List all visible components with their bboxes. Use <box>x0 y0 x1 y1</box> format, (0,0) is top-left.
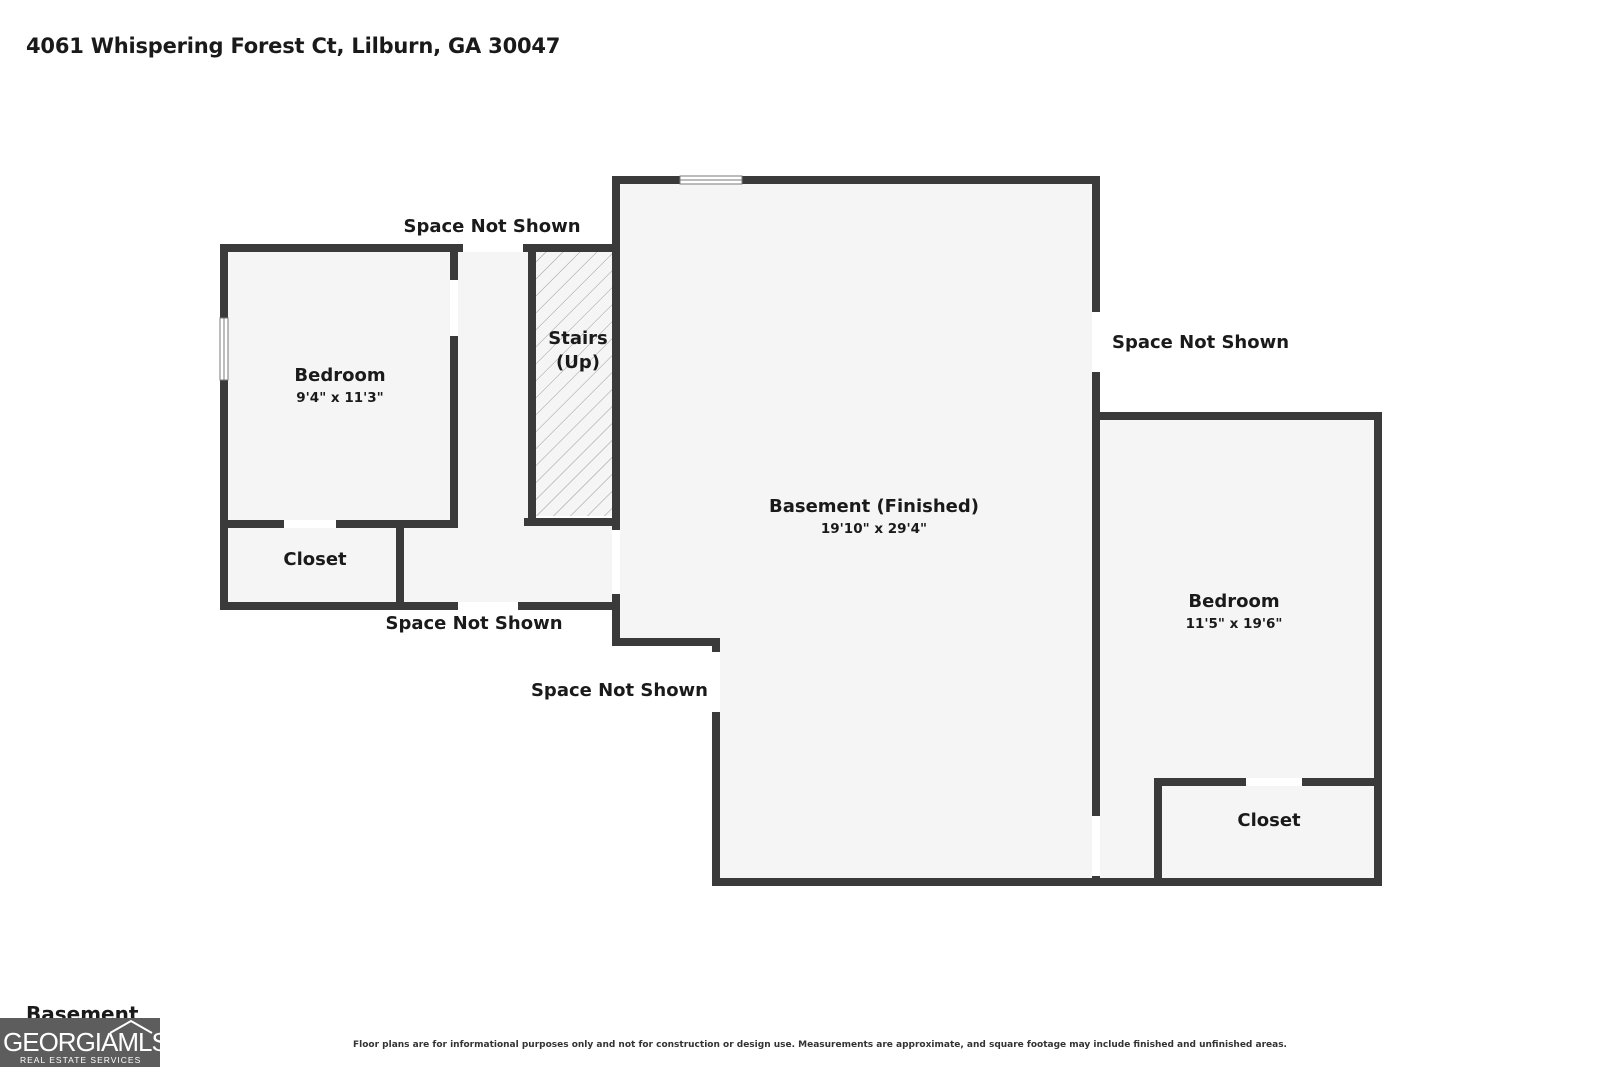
door-opening <box>284 520 336 528</box>
basement-dims: 19'10" x 29'4" <box>821 521 927 537</box>
openings <box>284 244 1302 876</box>
door-opening <box>1092 816 1100 876</box>
stairs-floor <box>532 248 616 516</box>
georgia-mls-logo: GEORGIAMLS REAL ESTATE SERVICES <box>0 1018 169 1067</box>
closet-right-name: Closet <box>1237 810 1301 831</box>
floor-fills <box>224 184 1378 882</box>
space-not-shown-right: Space Not Shown <box>1112 332 1289 353</box>
house-roof-icon <box>109 1019 153 1034</box>
logo-text: GEORGIAMLS <box>3 1027 169 1057</box>
stairs-direction: (Up) <box>556 352 600 373</box>
walls <box>220 176 1382 886</box>
bedroom-right-floor <box>1096 416 1378 882</box>
door-opening <box>612 530 620 594</box>
logo-subtext: REAL ESTATE SERVICES <box>20 1055 142 1065</box>
basement-floor <box>616 184 1096 882</box>
space-not-shown-bottom: Space Not Shown <box>385 613 562 634</box>
bedroom-right-dims: 11'5" x 19'6" <box>1186 616 1283 632</box>
closet-left-floor <box>224 524 400 604</box>
basement-name: Basement (Finished) <box>769 496 979 517</box>
bedroom-right-name: Bedroom <box>1188 591 1279 612</box>
door-opening <box>463 244 523 252</box>
door-opening <box>450 280 458 336</box>
door-opening <box>1092 312 1100 372</box>
space-not-shown-left: Space Not Shown <box>531 680 708 701</box>
property-address: 4061 Whispering Forest Ct, Lilburn, GA 3… <box>26 34 561 58</box>
hallway-floor <box>454 248 532 524</box>
hall-lower-floor <box>400 524 616 604</box>
door-opening <box>1246 778 1302 786</box>
bedroom-left-name: Bedroom <box>294 365 385 386</box>
space-not-shown-top: Space Not Shown <box>403 216 580 237</box>
windows <box>219 175 743 381</box>
bedroom-left-floor <box>224 248 454 524</box>
door-opening <box>712 652 720 712</box>
closet-left-name: Closet <box>283 549 347 570</box>
stairs-name: Stairs <box>548 328 607 349</box>
door-opening <box>458 602 518 610</box>
disclaimer: Floor plans are for informational purpos… <box>353 1040 1287 1050</box>
bedroom-left-dims: 9'4" x 11'3" <box>296 390 383 406</box>
